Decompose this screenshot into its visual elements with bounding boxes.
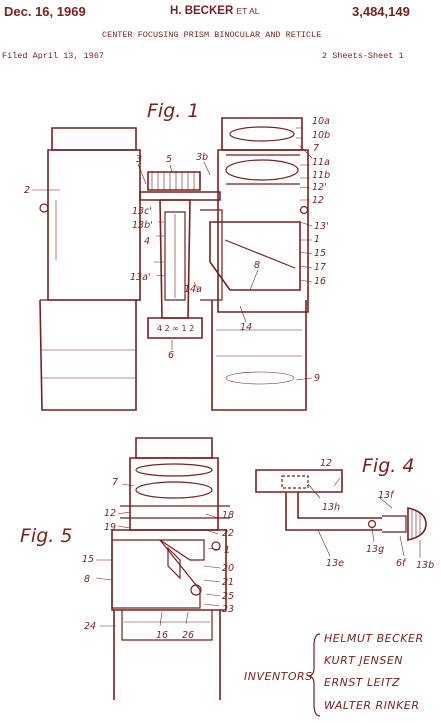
fig4-label: Fig. 4 xyxy=(362,455,415,477)
patent-title: CENTER FOCUSING PRISM BINOCULAR AND RETI… xyxy=(102,30,322,40)
ref-1: 1 xyxy=(314,234,320,245)
fig5-objective-tube xyxy=(113,610,221,700)
inventor-name: H. BECKER xyxy=(170,5,234,17)
fig4-knob xyxy=(407,507,427,541)
fig5-drawing: 7 12 19 15 8 24 16 26 18 22 1 20 21 25 2… xyxy=(82,437,234,700)
ref-11a: 11a xyxy=(312,157,330,168)
ref-6: 6 xyxy=(168,350,174,361)
fig5-ref-1: 1 xyxy=(224,545,230,556)
bridge-plate xyxy=(139,191,221,201)
left-objective-tube xyxy=(39,299,137,411)
right-screw xyxy=(299,205,309,215)
fig5-eyepiece-housing xyxy=(129,457,219,531)
inventors-label: INVENTORS xyxy=(244,670,313,683)
inventors-brace xyxy=(307,633,321,717)
left-eyecup xyxy=(51,127,137,151)
fig5-ref-12: 12 xyxy=(104,508,116,519)
ref-10b: 10b xyxy=(312,130,330,141)
ref-3b: 3b xyxy=(196,152,208,163)
ref-8: 8 xyxy=(254,260,260,271)
ref-12-prime: 12' xyxy=(312,182,327,193)
fig4-ref-12: 12 xyxy=(320,458,332,469)
fig5-ref-21: 21 xyxy=(222,577,234,588)
fig5-ref-19: 19 xyxy=(104,522,116,533)
ref-13-prime: 13' xyxy=(314,221,329,232)
sheet-number: 2 Sheets-Sheet 1 xyxy=(322,51,404,61)
ref-12: 12 xyxy=(312,195,324,206)
fig5-ref-23: 23 xyxy=(222,604,234,615)
right-objective-tube xyxy=(211,300,307,411)
fig4-ref-13g: 13g xyxy=(366,544,384,555)
fig4-ref-6f: 6f xyxy=(396,558,407,569)
fig5-prism-housing xyxy=(111,529,227,611)
fig5-screw xyxy=(211,541,221,551)
left-screw xyxy=(39,203,49,213)
fig4-ref-13b: 13b xyxy=(416,560,434,571)
ref-13b-prime: 13b' xyxy=(132,220,153,231)
fig4-bracket xyxy=(285,492,382,531)
fig4-ref-13h: 13h xyxy=(322,502,340,513)
ref-13a-prime: 13a' xyxy=(130,272,151,283)
ref-7: 7 xyxy=(313,143,319,154)
ref-5: 5 xyxy=(166,154,172,165)
right-eyepiece xyxy=(221,117,303,151)
fig4-ref-13e: 13e xyxy=(326,558,344,569)
fig1-drawing: 4 2 ∞ 1 2 10a 10b 7 11a 11b 12' 12 xyxy=(24,116,330,411)
fig5-ref-24: 24 xyxy=(84,621,96,632)
left-prism-housing xyxy=(47,149,141,301)
fig5-ref-25: 25 xyxy=(222,591,234,602)
fig5-label: Fig. 5 xyxy=(20,525,73,547)
ref-3: 3 xyxy=(136,154,142,165)
fig5-ref-15: 15 xyxy=(82,554,94,565)
patent-number: 3,484,149 xyxy=(352,4,410,19)
inventor-2: KURT JENSEN xyxy=(324,654,404,667)
ref-14a: 14a xyxy=(184,284,202,295)
fig5-reticle xyxy=(167,546,181,580)
fig4-screw xyxy=(367,519,377,529)
fig5-ref-26: 26 xyxy=(182,630,194,641)
fig4-plate xyxy=(255,469,343,493)
fig5-ref-8: 8 xyxy=(84,574,90,585)
fig5-ref-18: 18 xyxy=(222,510,234,521)
fig5-eyecup xyxy=(135,437,213,459)
fig5-ref-16: 16 xyxy=(156,630,168,641)
diopter-scale: 4 2 ∞ 1 2 xyxy=(157,324,194,333)
ref-15: 15 xyxy=(314,248,326,259)
right-prism-housing xyxy=(217,149,309,313)
focus-knob xyxy=(147,171,201,191)
fig5-ref-22: 22 xyxy=(222,528,234,539)
fig5-prism xyxy=(111,539,201,609)
patent-date: Dec. 16, 1969 xyxy=(4,4,86,19)
fig5-ref-7: 7 xyxy=(112,477,118,488)
ref-14: 14 xyxy=(240,322,252,333)
fig4-ref-13f: 13f xyxy=(378,490,395,501)
et-al: ET AL xyxy=(236,6,260,16)
diopter-ring xyxy=(147,317,203,339)
ref-11b: 11b xyxy=(312,170,330,181)
inventor-short: H. BECKER ET AL xyxy=(170,5,259,17)
right-prism-block xyxy=(209,221,301,291)
inventor-1: HELMUT BECKER xyxy=(324,632,424,645)
ref-13c-prime: 13c' xyxy=(132,206,152,217)
ref-10a: 10a xyxy=(312,116,330,127)
inventor-3: ERNST LEITZ xyxy=(324,676,401,689)
ref-4: 4 xyxy=(144,236,150,247)
ref-9: 9 xyxy=(314,373,320,384)
ref-16: 16 xyxy=(314,276,326,287)
fig4-drawing: 12 13h 13f 13g 13e 6f 13b xyxy=(255,458,434,571)
ref-2: 2 xyxy=(24,185,30,196)
filed-date: Filed April 13, 1967 xyxy=(2,51,105,61)
fig5-ref-20: 20 xyxy=(222,563,234,574)
ref-17: 17 xyxy=(314,262,326,273)
inventor-4: WALTER RINKER xyxy=(324,699,420,712)
fig1-label: Fig. 1 xyxy=(147,100,200,122)
